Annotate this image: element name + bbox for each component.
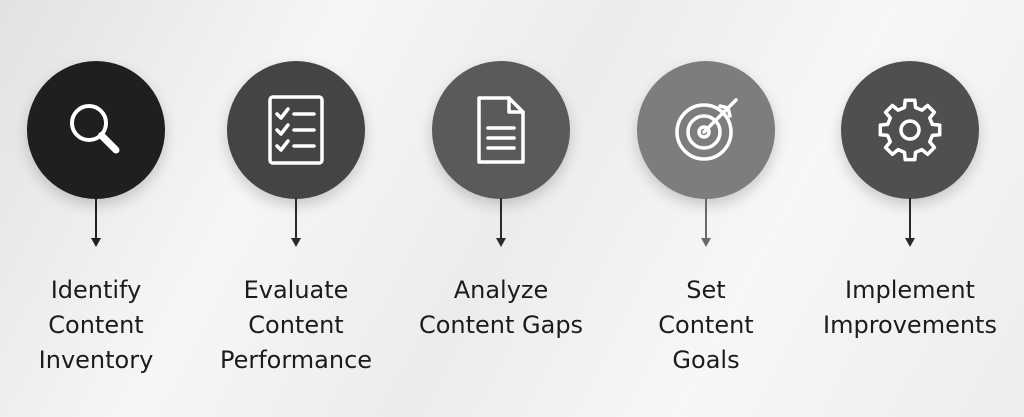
down-arrow — [290, 198, 302, 248]
step-circle — [27, 61, 165, 199]
step-label-line: Improvements — [823, 311, 997, 339]
document-icon — [477, 96, 525, 164]
step-label: Implement Improvements — [810, 273, 1010, 343]
step-set-content-goals: Set Content Goals — [606, 0, 806, 417]
step-label: Analyze Content Gaps — [401, 273, 601, 343]
gear-icon — [878, 98, 942, 162]
step-label-line: Implement — [845, 276, 975, 304]
target-icon — [675, 98, 738, 161]
step-circle — [227, 61, 365, 199]
step-implement-improvements: Implement Improvements — [810, 0, 1010, 417]
step-label-line: Identify — [50, 276, 142, 304]
step-label-line: Evaluate — [243, 276, 349, 304]
down-arrow — [904, 198, 916, 248]
step-label-line: Content — [658, 311, 754, 339]
step-label-line: Content — [248, 311, 344, 339]
step-label-line: Inventory — [38, 346, 154, 374]
step-circle — [841, 61, 979, 199]
step-identify-content-inventory: Identify Content Inventory — [0, 0, 196, 417]
checklist-icon — [268, 95, 324, 165]
step-analyze-content-gaps: Analyze Content Gaps — [401, 0, 601, 417]
step-label-line: Set — [686, 276, 726, 304]
down-arrow — [495, 198, 507, 248]
step-label-line: Analyze — [453, 276, 549, 304]
step-label: Set Content Goals — [606, 273, 806, 378]
step-circle — [432, 61, 570, 199]
down-arrow — [700, 198, 712, 248]
step-label-line: Content — [48, 311, 144, 339]
step-label: Evaluate Content Performance — [196, 273, 396, 378]
step-label: Identify Content Inventory — [0, 273, 196, 378]
step-evaluate-content-performance: Evaluate Content Performance — [196, 0, 396, 417]
down-arrow — [90, 198, 102, 248]
step-label-line: Performance — [219, 346, 373, 374]
step-label-line: Content Gaps — [418, 311, 584, 339]
magnifying-glass-icon — [70, 104, 120, 154]
step-label-line: Goals — [672, 346, 740, 374]
step-circle — [637, 61, 775, 199]
